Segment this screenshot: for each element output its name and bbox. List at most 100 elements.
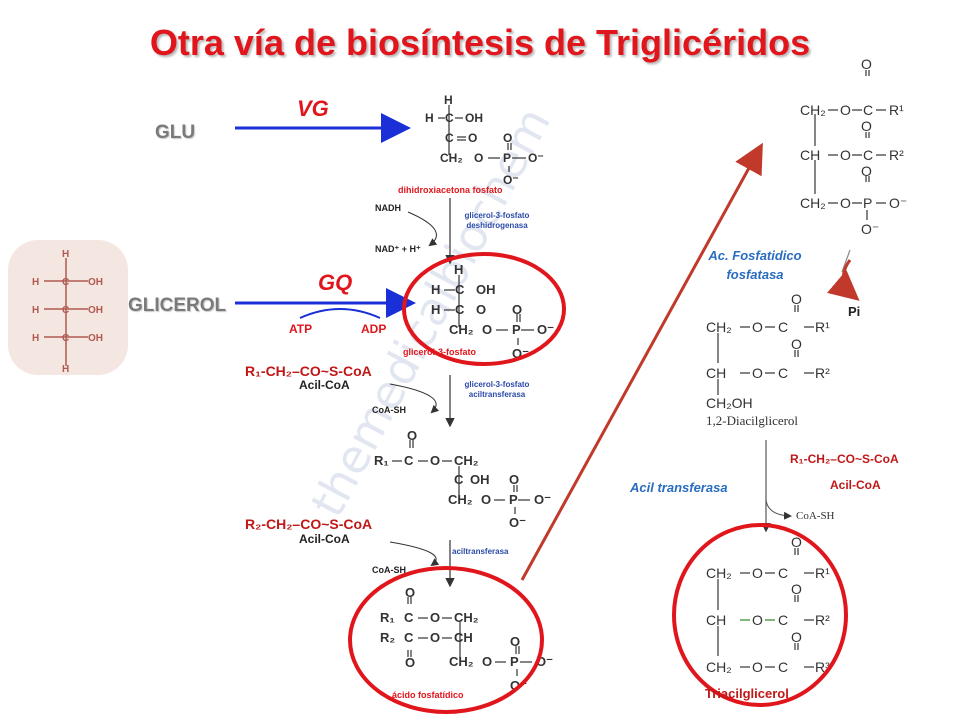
coash-2-label: CoA-SH xyxy=(372,565,406,575)
svg-text:C: C xyxy=(778,659,788,675)
svg-text:O: O xyxy=(482,654,492,669)
fosfatidico-fosfatasa: Ac. Fosfatidico fosfatasa xyxy=(680,246,830,284)
pa-to-right-arrow xyxy=(520,142,763,581)
svg-text:CH₂: CH₂ xyxy=(454,610,479,625)
svg-text:O: O xyxy=(752,319,763,335)
svg-text:C: C xyxy=(62,277,69,288)
svg-text:H: H xyxy=(454,262,463,277)
svg-text:H: H xyxy=(32,333,39,344)
gq-label: GQ xyxy=(318,270,353,295)
svg-text:H: H xyxy=(62,364,69,375)
svg-text:O: O xyxy=(840,195,851,211)
svg-text:O: O xyxy=(840,147,851,163)
svg-text:O: O xyxy=(791,581,802,597)
svg-text:CH₂OH: CH₂OH xyxy=(706,395,753,411)
enzyme-g3p-dehydrogenase: glicerol-3-fosfato deshidrogenasa xyxy=(452,211,542,231)
svg-text:O: O xyxy=(861,118,872,134)
svg-text:C: C xyxy=(778,565,788,581)
svg-text:C: C xyxy=(863,147,873,163)
svg-text:C: C xyxy=(62,305,69,316)
svg-text:O⁻: O⁻ xyxy=(509,515,526,530)
svg-text:R²: R² xyxy=(815,365,830,381)
glu-label: GLU xyxy=(155,122,196,143)
svg-text:R¹: R¹ xyxy=(815,565,830,581)
svg-text:O: O xyxy=(752,365,763,381)
svg-text:CH₂: CH₂ xyxy=(454,453,479,468)
enzyme-1-line2: deshidrogenasa xyxy=(466,221,528,230)
svg-text:O: O xyxy=(752,612,763,628)
svg-text:P: P xyxy=(863,195,872,211)
svg-text:CH₂: CH₂ xyxy=(706,659,732,675)
svg-text:C: C xyxy=(404,453,414,468)
svg-text:R¹: R¹ xyxy=(815,319,830,335)
glicerol-label: GLICEROL xyxy=(128,295,227,316)
svg-text:O⁻: O⁻ xyxy=(537,322,554,337)
acyl-coa-1: R₁-CH₂–CO~S-CoA xyxy=(245,363,372,379)
acil-transferasa: Acil transferasa xyxy=(630,480,728,495)
svg-text:R₁: R₁ xyxy=(380,610,395,625)
vg-label: VG xyxy=(297,96,329,121)
svg-text:R²: R² xyxy=(889,147,904,163)
svg-text:CH₂: CH₂ xyxy=(706,565,732,581)
svg-text:O: O xyxy=(405,585,415,600)
svg-text:O: O xyxy=(840,102,851,118)
svg-text:R₁: R₁ xyxy=(374,453,389,468)
svg-text:R¹: R¹ xyxy=(889,102,904,118)
enzyme-acyltransferase: aciltransferasa xyxy=(452,547,509,556)
svg-text:O⁻: O⁻ xyxy=(528,151,544,165)
svg-text:C: C xyxy=(863,102,873,118)
svg-text:CH: CH xyxy=(454,630,473,645)
atp-label: ATP xyxy=(289,322,313,336)
svg-text:O: O xyxy=(791,629,802,645)
pa-label: ácido fosfatídico xyxy=(392,690,464,700)
svg-text:O: O xyxy=(861,56,872,72)
svg-text:C: C xyxy=(778,319,788,335)
g3p-label: glicerol-3-fosfato xyxy=(403,347,477,357)
svg-text:H: H xyxy=(32,305,39,316)
fosfatasa-line2: fosfatasa xyxy=(726,267,784,282)
right-coash: CoA-SH xyxy=(796,510,835,522)
enzyme-2-line1: glicerol-3-fosfato xyxy=(464,380,530,389)
svg-text:P: P xyxy=(512,322,521,337)
svg-text:CH₂: CH₂ xyxy=(448,492,473,507)
svg-text:O: O xyxy=(510,634,520,649)
svg-text:H: H xyxy=(425,111,434,125)
adp-label: ADP xyxy=(361,322,387,336)
svg-text:C: C xyxy=(454,472,464,487)
svg-text:CH₂: CH₂ xyxy=(800,195,826,211)
svg-text:O: O xyxy=(481,492,491,507)
svg-text:H: H xyxy=(62,249,69,260)
acil-coa-2: Acil-CoA xyxy=(299,532,350,546)
svg-text:C: C xyxy=(778,612,788,628)
svg-text:CH: CH xyxy=(706,365,726,381)
svg-text:R₂: R₂ xyxy=(380,630,395,645)
acil-coa-1: Acil-CoA xyxy=(299,378,350,392)
svg-text:O: O xyxy=(430,610,440,625)
right-acyl-coa: R₁-CH₂–CO~S-CoA xyxy=(790,452,899,466)
tag-highlight xyxy=(672,523,848,707)
svg-text:C: C xyxy=(62,333,69,344)
svg-text:O: O xyxy=(752,659,763,675)
coash-1-label: CoA-SH xyxy=(372,405,406,415)
pi-release-arrow xyxy=(827,259,860,301)
svg-text:CH₂: CH₂ xyxy=(449,322,474,337)
svg-text:P: P xyxy=(503,151,511,165)
svg-text:H: H xyxy=(32,277,39,288)
pi-label: Pi xyxy=(848,304,861,319)
nad-label: NAD⁺ + H⁺ xyxy=(375,244,421,254)
svg-text:OH: OH xyxy=(465,111,483,125)
svg-text:P: P xyxy=(509,492,518,507)
svg-text:C: C xyxy=(455,282,465,297)
svg-text:O: O xyxy=(474,151,483,165)
enzyme-g3p-acyltransferase: glicerol-3-fosfato aciltransferasa xyxy=(452,380,542,400)
svg-text:O: O xyxy=(791,534,802,550)
svg-text:O: O xyxy=(791,336,802,352)
svg-text:O: O xyxy=(482,322,492,337)
svg-text:O: O xyxy=(468,131,477,145)
svg-text:OH: OH xyxy=(470,472,490,487)
svg-text:CH₂: CH₂ xyxy=(449,654,474,669)
fosfatasa-line1: Ac. Fosfatidico xyxy=(708,248,802,263)
acyl-coa-2: R₂-CH₂–CO~S-CoA xyxy=(245,516,373,532)
svg-text:O: O xyxy=(512,302,522,317)
